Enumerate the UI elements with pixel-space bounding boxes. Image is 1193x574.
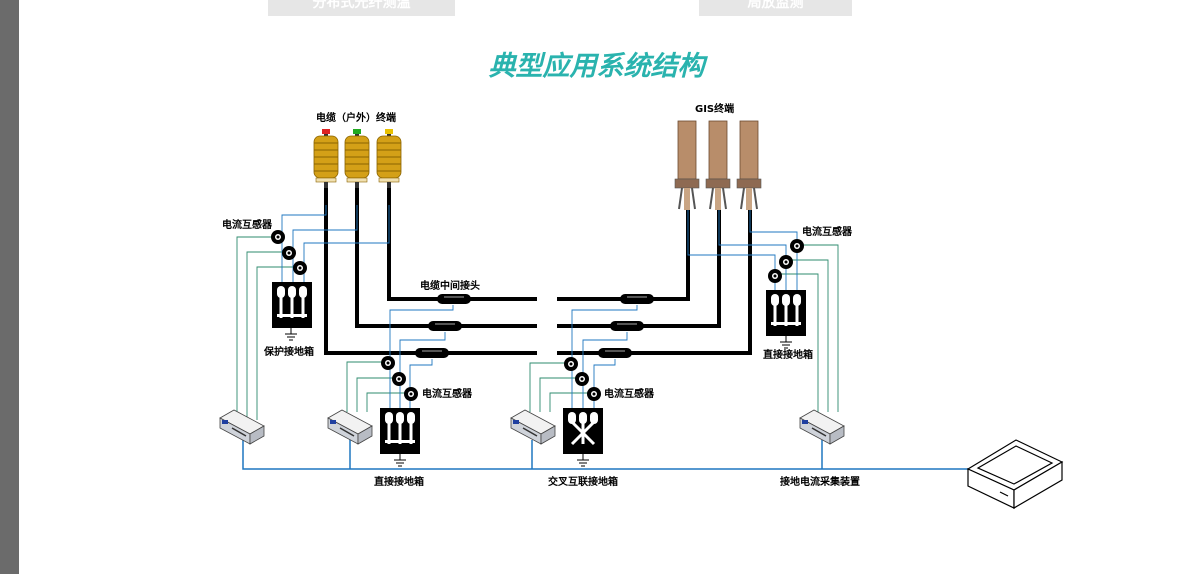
tab-partial-discharge[interactable]: 局放监测 (699, 0, 852, 16)
ct-label-4: 电流互感器 (604, 387, 655, 400)
ct-icon (768, 269, 782, 283)
ct-icon (790, 239, 804, 253)
tab-distributed-fiber[interactable]: 分布式光纤测温 (268, 0, 455, 16)
page-title: 典型应用系统结构 (488, 51, 705, 82)
joint-right-1 (620, 294, 654, 304)
ct-label-1: 电流互感器 (222, 218, 273, 231)
server-device (966, 439, 1064, 510)
ct-icon (404, 387, 418, 401)
ct-icon (293, 261, 307, 275)
ct-icon (271, 230, 285, 244)
protect-ground-box (272, 282, 312, 328)
ct-icon (392, 372, 406, 386)
joint-left-2 (428, 321, 462, 331)
joint-left-1 (437, 294, 471, 304)
cross-box-label: 交叉互联接地箱 (548, 475, 618, 488)
direct-box-label-bottom: 直接接地箱 (374, 475, 424, 488)
ground-icon (779, 335, 793, 349)
direct-ground-box-bottom (380, 408, 420, 454)
collection-bus (242, 437, 968, 470)
outdoor-terminal-1 (313, 129, 339, 189)
collector-device-2 (327, 409, 373, 445)
ct-label-3: 电流互感器 (422, 387, 473, 400)
left-scroll-bar (0, 0, 19, 574)
ground-icon (393, 453, 407, 467)
ct-icon (282, 246, 296, 260)
direct-ground-box-right (766, 290, 806, 336)
ct-icon (564, 357, 578, 371)
ct-icon (779, 255, 793, 269)
signal-wires (236, 236, 839, 420)
joint-left-3 (415, 348, 449, 358)
outdoor-terminal-2 (344, 129, 370, 189)
joint-label: 电缆中间接头 (420, 279, 480, 292)
collector-label: 接地电流采集装置 (780, 475, 860, 488)
collector-device-4 (799, 409, 845, 445)
ct-icon (381, 356, 395, 370)
joint-right-2 (610, 321, 644, 331)
ground-icon (284, 327, 298, 341)
gis-terminal-2 (705, 120, 731, 211)
cross-bond-box (563, 408, 603, 454)
ct-label-2: 电流互感器 (802, 225, 853, 238)
outdoor-terminal-label: 电缆（户外）终端 (316, 111, 396, 124)
joint-right-3 (598, 348, 632, 358)
direct-box-label-right: 直接接地箱 (763, 348, 813, 361)
gis-terminal-1 (674, 120, 700, 211)
protect-box-label: 保护接地箱 (263, 345, 314, 358)
outdoor-terminal-3 (376, 129, 402, 189)
ground-icon (576, 453, 590, 467)
ct-icon (587, 387, 601, 401)
ct-icon (575, 372, 589, 386)
gis-terminal-label: GIS终端 (695, 102, 734, 115)
gis-terminal-3 (736, 120, 762, 211)
collector-device-3 (510, 409, 556, 445)
